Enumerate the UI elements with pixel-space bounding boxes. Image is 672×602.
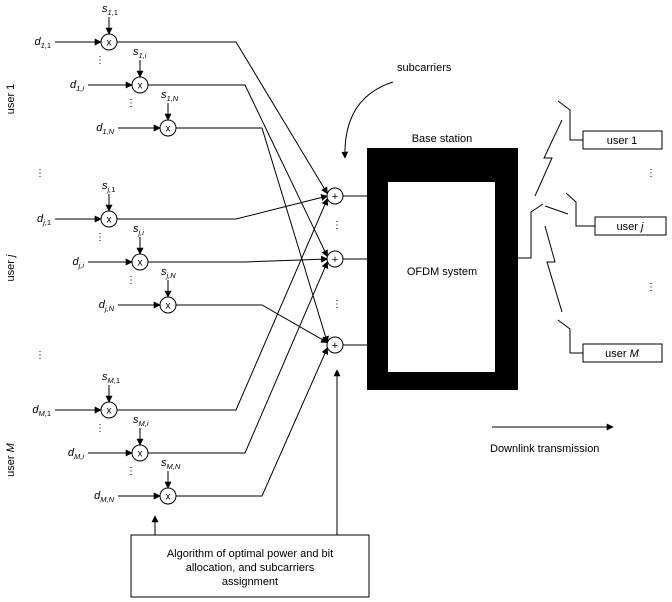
subcarrier-wire (148, 255, 329, 263)
mixer-2-3: dj,N sj,N x (99, 266, 329, 344)
spreading-code-label: sj,i (133, 223, 144, 237)
adder-symbol: + (332, 254, 338, 266)
receiver-user-1: user 1 (557, 100, 663, 150)
data-input-label: dM,N (94, 490, 114, 504)
spreading-code-label: sj,N (161, 266, 176, 280)
mixer-1-3: d1,N s1,N x (96, 89, 329, 344)
user-group-1: user 1d1,1s1,1x⋮d1,is1,ix⋮d1,Ns1,Nx (5, 3, 329, 344)
ofdm-system-box (388, 182, 495, 372)
subcarrier-wire (148, 261, 329, 454)
subcarrier-wire (176, 304, 329, 344)
mixer-network: user 1d1,1s1,1x⋮d1,is1,ix⋮d1,Ns1,Nxuser … (5, 3, 344, 505)
mixer-2-2: dj,isj,ix⋮ (72, 223, 329, 286)
downlink-label: Downlink transmission (490, 443, 599, 455)
subcarrier-wire (176, 347, 329, 497)
receiver-user-m: user M (557, 319, 663, 363)
row-ellipsis: ⋮ (126, 98, 136, 109)
data-input-label: d1,1 (34, 36, 51, 50)
multiplier-symbol: x (166, 301, 171, 312)
data-input-label: dM,i (68, 447, 84, 461)
receiver-j-antenna (565, 192, 595, 227)
multiplier-symbol: x (138, 258, 143, 269)
wireless-link-user-1 (534, 119, 563, 197)
data-input-label: dj,i (72, 256, 84, 270)
subcarriers-label: subcarriers (397, 62, 452, 74)
subcarrier-wire (117, 198, 329, 411)
wireless-link-user-m (544, 225, 563, 313)
user-group-2: user jdj,1sj,1x⋮dj,isj,ix⋮dj,Nsj,Nx (5, 180, 329, 344)
mixer-3-3: dM,N sM,N x (94, 347, 329, 505)
mixer-1-1: d1,1s1,1x⋮ (34, 3, 328, 195)
multiplier-symbol: x (138, 81, 143, 92)
mixer-3-2: dM,isM,ix⋮ (68, 261, 329, 477)
mixer-2-1: dj,1 sj,1 x⋮ (37, 180, 329, 243)
adder-symbol: + (332, 191, 338, 203)
multiplier-symbol: x (107, 215, 112, 226)
row-ellipsis: ⋮ (95, 423, 105, 434)
mixer-1-2: d1,is1,ix⋮ (70, 46, 328, 258)
data-input-label: dj,1 (37, 213, 51, 227)
base-station-antenna (518, 203, 544, 259)
spreading-code-label: sM,i (133, 414, 149, 428)
user-label-2: user j (5, 254, 17, 281)
svg-text:user j: user j (617, 221, 644, 233)
algorithm-line-2: allocation, and subcarriers (186, 562, 315, 574)
algorithm-line-1: Algorithm of optimal power and bit (167, 548, 333, 560)
user-ellipsis-2: ⋮ (35, 350, 45, 361)
row-ellipsis: ⋮ (126, 275, 136, 286)
spreading-code-label: s1,N (161, 89, 179, 103)
multiplier-symbol: x (166, 124, 171, 135)
data-input-label: d1,N (96, 122, 114, 136)
data-input-label: dj,N (99, 299, 115, 313)
adder-node-1 (326, 187, 344, 205)
spreading-code-label: s1,i (133, 46, 147, 60)
algorithm-box (130, 534, 370, 598)
user-label-1: user 1 (5, 84, 17, 115)
data-input-label: d1,i (70, 79, 84, 93)
data-input-label: dM,1 (32, 404, 51, 418)
user-ellipsis-1: ⋮ (35, 168, 45, 179)
wireless-link-user-j (544, 205, 569, 215)
user-label-3: user M (5, 442, 17, 476)
adder-ellipsis-1: ⋮ (332, 220, 342, 231)
svg-text:user 1: user 1 (607, 135, 638, 147)
subcarrier-wire (117, 194, 329, 220)
ofdm-system-label: OFDM system (407, 266, 477, 278)
receiver-ellipsis-1: ⋮ (646, 168, 656, 179)
spreading-code-label: sj,1 (102, 180, 115, 194)
adder-node-2 (326, 250, 344, 268)
mixer-3-1: dM,1sM,1x⋮ (32, 198, 329, 434)
svg-text:user M: user M (605, 348, 639, 360)
multiplier-symbol: x (166, 492, 171, 503)
multiplier-symbol: x (107, 406, 112, 417)
row-ellipsis: ⋮ (126, 466, 136, 477)
row-ellipsis: ⋮ (95, 55, 105, 66)
subcarrier-wire (148, 84, 328, 258)
multiplier-symbol: x (107, 38, 112, 49)
spreading-code-label: sM,N (161, 457, 181, 471)
spreading-code-label: sM,1 (102, 371, 120, 385)
base-station-label: Base station (412, 133, 473, 145)
algorithm-line-3: assignment (222, 576, 278, 588)
subcarrier-wire (117, 41, 328, 195)
adder-symbol: + (332, 340, 338, 352)
spreading-code-label: s1,1 (102, 3, 118, 17)
adder-ellipsis-2: ⋮ (332, 299, 342, 310)
adder-node-3 (326, 336, 344, 354)
multiplier-symbol: x (138, 449, 143, 460)
receiver-user-j: user j (565, 192, 667, 236)
row-ellipsis: ⋮ (95, 232, 105, 243)
subcarrier-wire (176, 127, 329, 344)
receiver-ellipsis-2: ⋮ (646, 282, 656, 293)
subcarriers-arrow (341, 81, 394, 159)
user-group-3: user MdM,1sM,1x⋮dM,isM,ix⋮dM,NsM,Nx (5, 198, 329, 505)
